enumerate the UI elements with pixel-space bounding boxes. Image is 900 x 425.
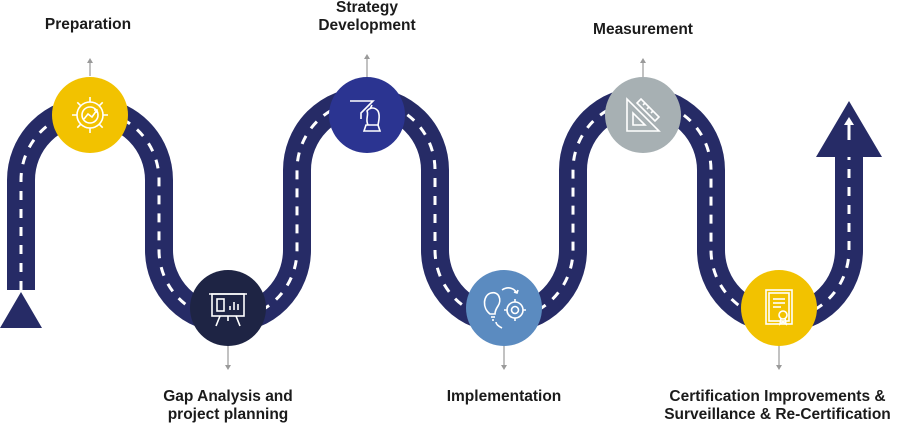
- step-label-line: Implementation: [446, 388, 562, 405]
- connector-implementation: [501, 346, 507, 370]
- ruler-triangle-icon: [626, 97, 661, 132]
- connector-preparation: [87, 58, 93, 76]
- chess-knight-icon: [350, 100, 382, 132]
- step-label-strategy: Strategy Development: [287, 0, 447, 35]
- winding-road: [7, 87, 863, 333]
- step-label-line: Preparation: [44, 16, 132, 33]
- end-arrow-tip-mark: [844, 117, 854, 125]
- step-label-preparation: Preparation: [18, 16, 158, 34]
- step-label-measurement: Measurement: [563, 21, 723, 39]
- gear-chart-icon: [72, 97, 108, 133]
- certificate-icon: [765, 289, 793, 326]
- connector-certification: [776, 346, 782, 370]
- milestone-certification: [741, 270, 817, 346]
- road-center-dashes: [19, 99, 851, 321]
- road-start-arrow: [0, 292, 42, 328]
- step-label-line: Measurement: [593, 21, 693, 38]
- connector-strategy: [364, 54, 370, 78]
- step-label-line: Strategy: [335, 0, 399, 16]
- milestone-gap-analysis: [190, 270, 266, 346]
- step-label-line: project planning: [167, 406, 289, 423]
- connector-gap-analysis: [225, 346, 231, 370]
- step-label-line: Gap Analysis and: [163, 388, 293, 405]
- step-label-certification: Certification Improvements & Surveillanc…: [655, 388, 900, 424]
- lightbulb-gear-icon: [483, 287, 526, 329]
- step-label-line: Surveillance & Re-Certification: [664, 406, 891, 423]
- step-label-line: Certification Improvements &: [669, 388, 886, 405]
- step-label-implementation: Implementation: [424, 388, 584, 406]
- step-label-line: Development: [318, 17, 416, 34]
- step-label-gap-analysis: Gap Analysis and project planning: [138, 388, 318, 424]
- presentation-board-icon: [209, 293, 247, 327]
- connector-measurement: [640, 58, 646, 78]
- milestone-implementation: [466, 270, 542, 346]
